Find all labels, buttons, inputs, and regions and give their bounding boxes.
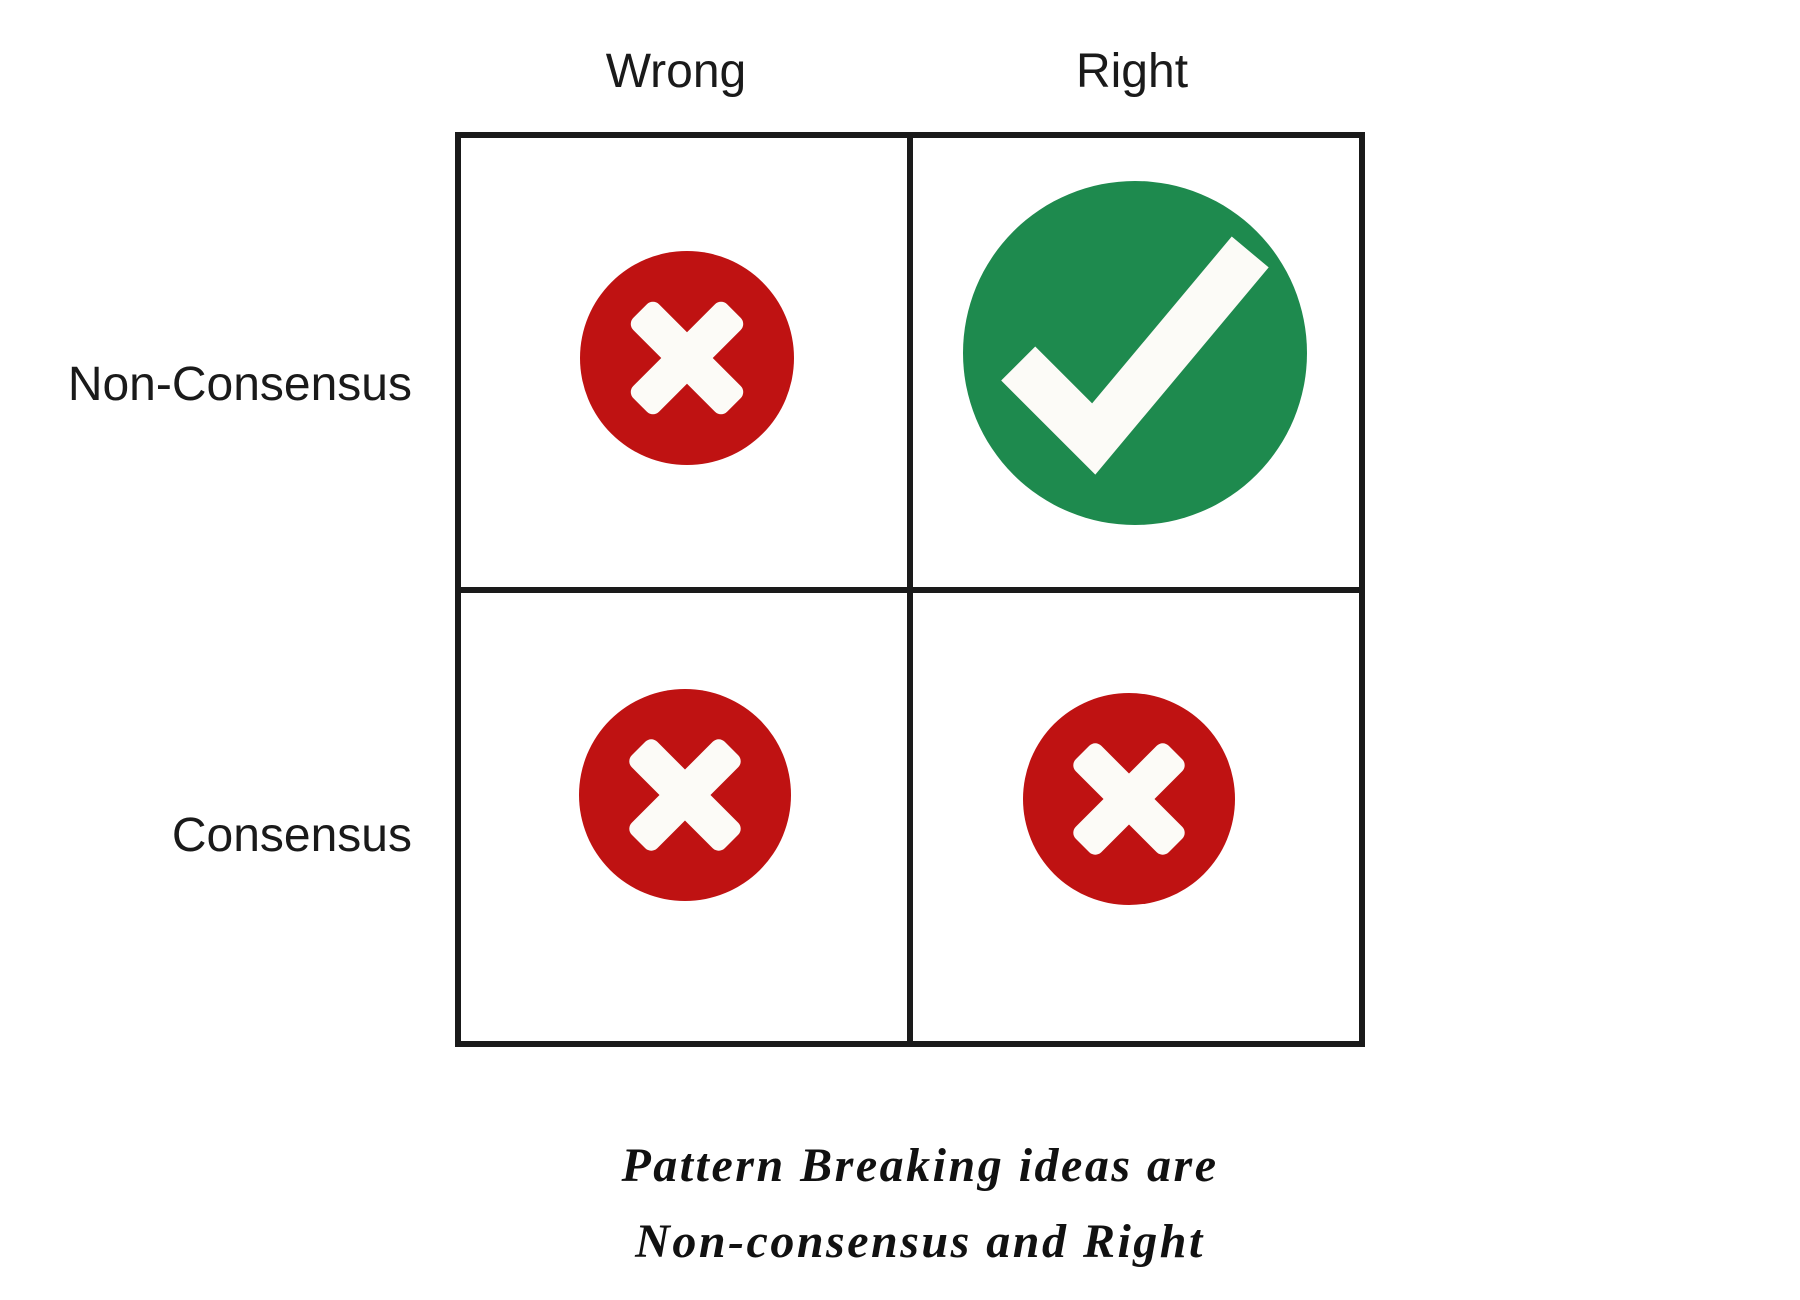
cross-circle-icon xyxy=(579,689,791,901)
column-header-wrong: Wrong xyxy=(605,45,747,98)
caption-line-2: Non-consensus and Right xyxy=(635,1215,1205,1268)
check-circle-icon xyxy=(963,181,1307,525)
cross-circle-icon xyxy=(1023,693,1235,905)
row-header-consensus: Consensus xyxy=(171,809,412,862)
caption-line-1: Pattern Breaking ideas are xyxy=(621,1139,1219,1192)
caption: Pattern Breaking ideas are Non-consensus… xyxy=(450,1128,1390,1280)
row-header-non-consensus: Non-Consensus xyxy=(67,358,412,411)
grid-horizontal-divider xyxy=(461,586,1359,593)
column-header-right: Right xyxy=(1075,45,1189,98)
cross-circle-icon xyxy=(580,251,794,465)
